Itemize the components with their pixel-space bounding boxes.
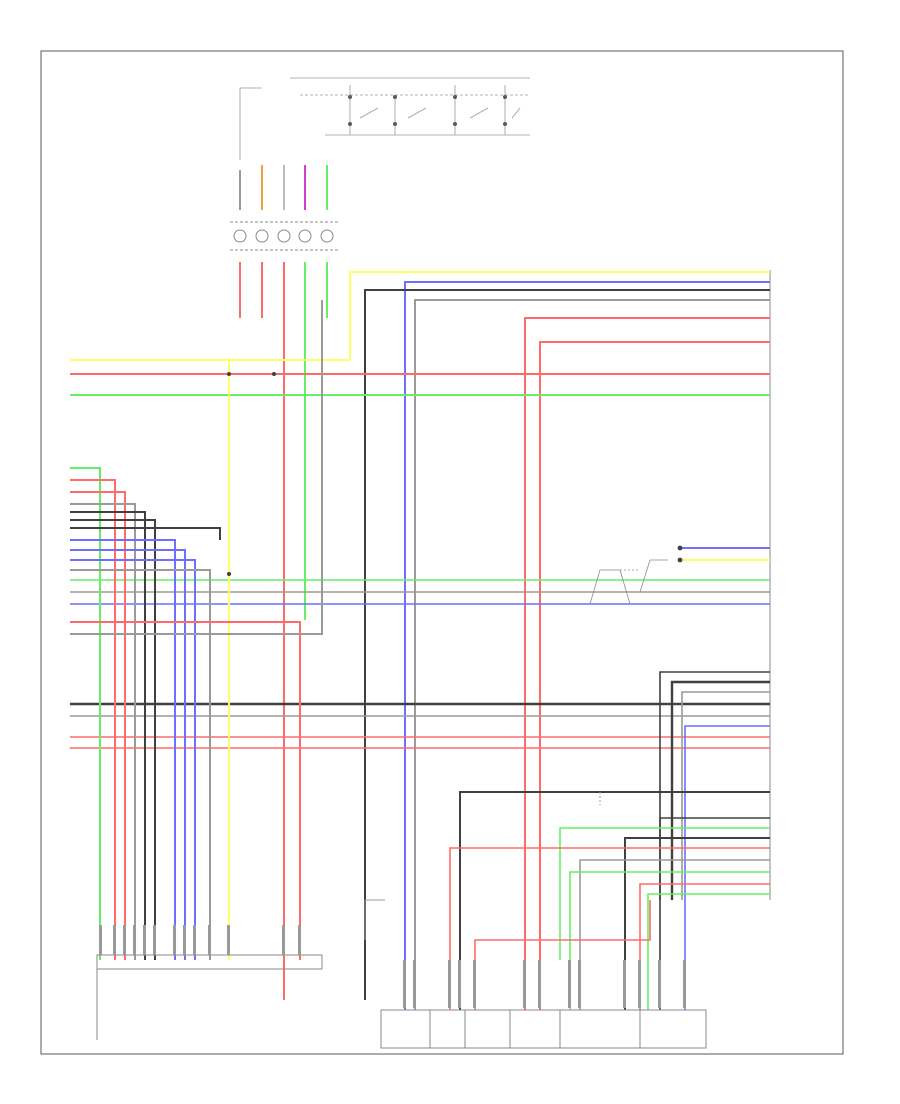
bottom-right-connector — [380, 1009, 707, 1049]
diagram-frame — [40, 50, 844, 1055]
relay-component — [589, 559, 668, 605]
top-switch-assembly — [239, 77, 530, 160]
top-wire-stubs — [239, 165, 328, 210]
horizontal-wires — [70, 271, 770, 1010]
top-switch-dots — [348, 95, 507, 126]
bottom-right-pins — [403, 960, 686, 1008]
bottom-left-pins — [99, 925, 301, 955]
left-bundle-wires — [70, 300, 323, 960]
junction-dots — [227, 372, 683, 576]
lower-middle-stubs — [364, 792, 601, 940]
bottom-left-connector — [96, 954, 323, 1040]
combination-connector — [230, 221, 340, 251]
combination-lower-wires — [239, 262, 328, 1000]
